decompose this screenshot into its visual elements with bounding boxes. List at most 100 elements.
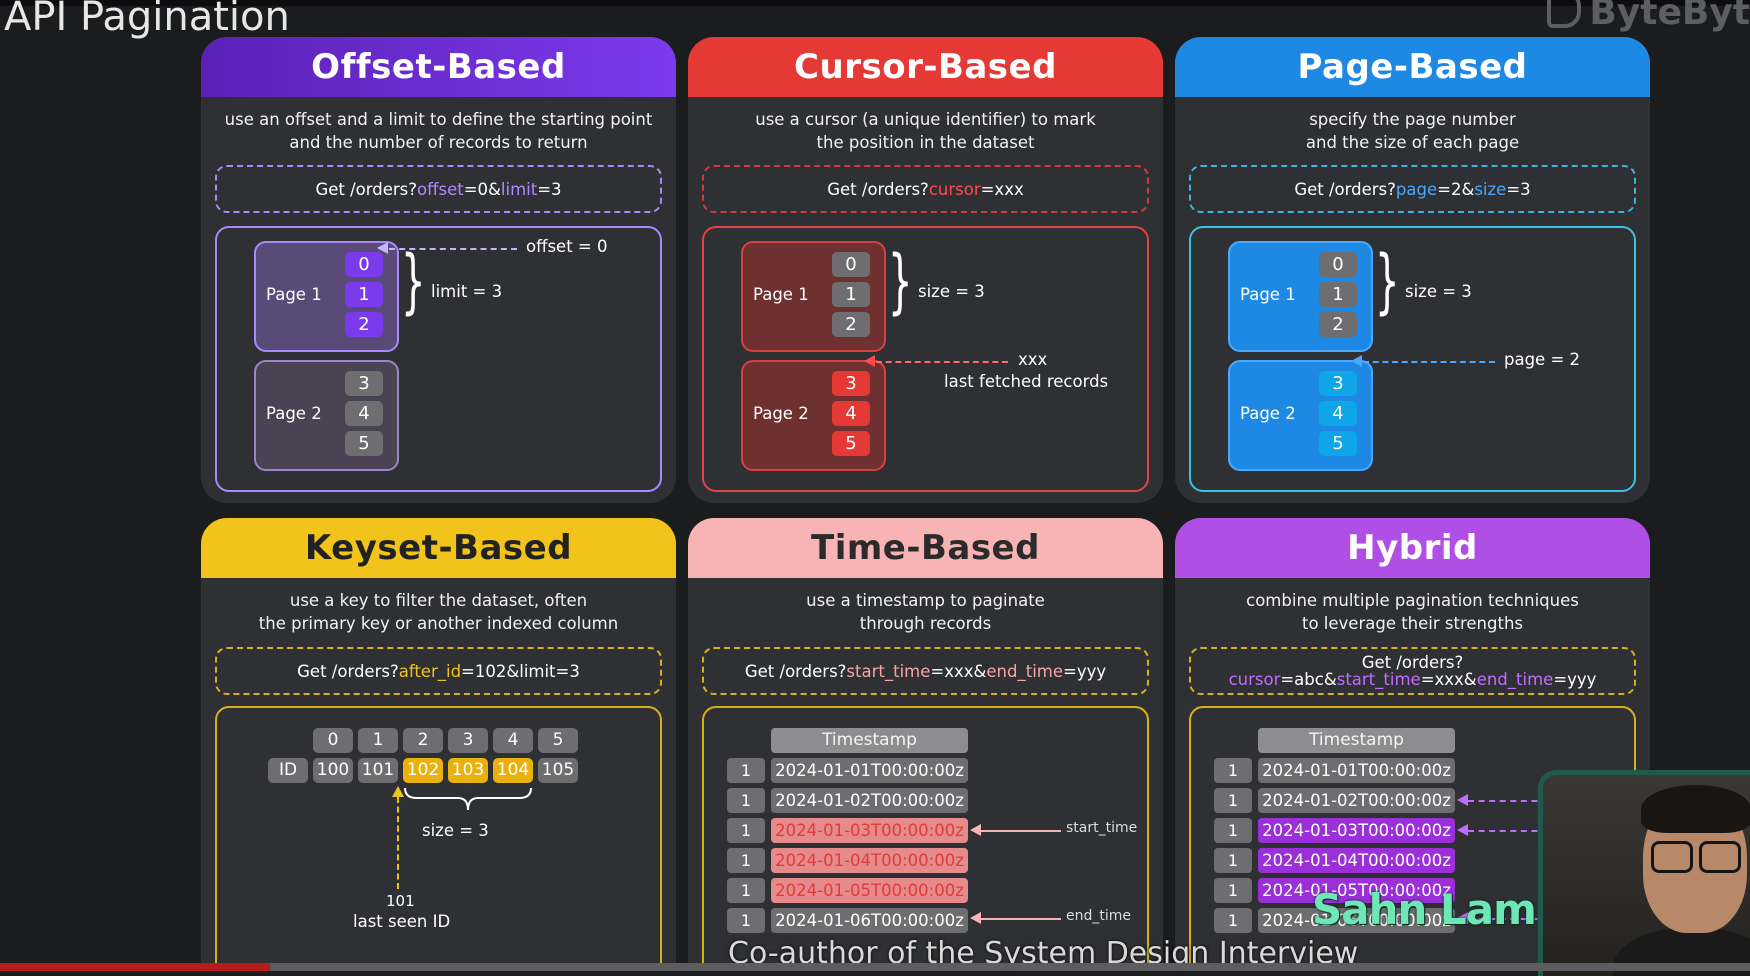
page-note: page = 2 <box>1504 350 1581 369</box>
page-label: Page 1 <box>1240 285 1296 304</box>
req-line: Get /orders? <box>1361 653 1464 672</box>
record-cell: 5 <box>345 431 383 456</box>
record-cell: 4 <box>345 401 383 426</box>
page-1-box: Page 1 0 1 2 <box>254 241 399 352</box>
record-cell: 2 <box>832 312 870 337</box>
req-param: cursor <box>1228 670 1281 689</box>
offset-arrow-head <box>377 242 388 254</box>
start-time-arrow-line <box>981 830 1061 832</box>
size-note: size = 3 <box>918 282 985 301</box>
page-label: Page 2 <box>266 404 322 423</box>
desc-line: use an offset and a limit to define the … <box>224 110 653 129</box>
request-example: Get /orders?start_time=xxx&end_time=yyy <box>702 647 1149 695</box>
card-time-based: Time-Based use a timestamp to paginate t… <box>688 518 1163 971</box>
index-cell: 2 <box>403 728 443 753</box>
card-title: Page-Based <box>1175 37 1650 97</box>
req-param: page <box>1395 179 1438 199</box>
timestamp-cell: 2024-01-01T00:00:00z <box>771 758 968 783</box>
record-cell: 2 <box>1319 312 1357 337</box>
cursor-diagram: Page 1 0 1 2 Page 2 3 4 5 } size = 3 xxx… <box>702 226 1149 492</box>
id-cell: 104 <box>493 758 533 783</box>
desc-line: use a key to filter the dataset, often <box>289 591 588 610</box>
page-2-box: Page 2 3 4 5 <box>254 360 399 471</box>
row-index: 1 <box>1214 848 1252 873</box>
timestamp-header: Timestamp <box>771 728 968 753</box>
video-progress-fill[interactable] <box>0 963 270 971</box>
video-progress-track[interactable] <box>0 963 1750 971</box>
page-1-box: Page 1 0 1 2 <box>1228 241 1373 352</box>
offset-note: offset = 0 <box>526 237 608 256</box>
limit-brace: } <box>401 240 426 322</box>
page-arrow-line <box>1363 361 1495 363</box>
card-title: Cursor-Based <box>688 37 1163 97</box>
row-index: 1 <box>1214 878 1252 903</box>
index-cell: 5 <box>538 728 578 753</box>
req-param: limit <box>500 179 538 199</box>
page-arrow-head <box>1351 355 1362 367</box>
top-strip <box>0 0 1750 6</box>
req-value: =0& <box>463 179 501 199</box>
desc-line: the position in the dataset <box>816 133 1035 152</box>
req-prefix: Get /orders? <box>1294 179 1396 199</box>
glasses-right <box>1699 841 1741 873</box>
request-example: Get /orders?after_id=102&limit=3 <box>215 647 662 695</box>
index-cell: 0 <box>313 728 353 753</box>
start-time-arrow-head <box>970 824 981 836</box>
record-cell: 3 <box>345 371 383 396</box>
page-1-box: Page 1 0 1 2 <box>741 241 886 352</box>
card-description: use an offset and a limit to define the … <box>201 108 676 156</box>
record-cell: 1 <box>832 282 870 307</box>
last-id-value: 101 <box>386 892 415 910</box>
req-prefix: Get /orders? <box>827 179 929 199</box>
req-value: =3 <box>1506 179 1531 199</box>
last-id-arrow-line <box>397 797 399 889</box>
abc-arrow-line <box>1468 800 1548 802</box>
abc-arrow-head <box>1457 794 1468 806</box>
cursor-note: xxx <box>1018 350 1048 369</box>
record-cell: 5 <box>832 431 870 456</box>
end-time-note: end_time <box>1066 908 1132 924</box>
req-param: end_time <box>986 661 1064 681</box>
row-index: 1 <box>727 908 765 933</box>
size-brace-bottom <box>404 787 532 811</box>
glasses-left <box>1651 841 1693 873</box>
desc-line: use a cursor (a unique identifier) to ma… <box>755 110 1096 129</box>
last-id-arrow-head <box>392 786 404 797</box>
record-cell: 4 <box>1319 401 1357 426</box>
card-description: specify the page number and the size of … <box>1175 108 1650 156</box>
req-param: size <box>1474 179 1507 199</box>
record-cell: 1 <box>1319 282 1357 307</box>
card-description: combine multiple pagination techniques t… <box>1175 589 1650 637</box>
last-fetched-note: last fetched records <box>944 372 1109 391</box>
req-value: =102&limit=3 <box>461 661 580 681</box>
timestamp-cell: 2024-01-03T00:00:00z <box>1258 818 1455 843</box>
card-description: use a cursor (a unique identifier) to ma… <box>688 108 1163 156</box>
size-note: size = 3 <box>422 821 489 840</box>
req-prefix: Get /orders? <box>297 661 399 681</box>
req-value: =abc& <box>1280 670 1337 689</box>
row-index: 1 <box>1214 788 1252 813</box>
card-offset-based: Offset-Based use an offset and a limit t… <box>201 37 676 503</box>
card-title: Time-Based <box>688 518 1163 578</box>
record-cell: 5 <box>1319 431 1357 456</box>
bytebyte-logo-icon <box>1547 0 1582 28</box>
row-index: 1 <box>1214 908 1252 933</box>
row-index: 1 <box>727 848 765 873</box>
cursor-arrow-line <box>876 361 1008 363</box>
offset-arrow-line <box>389 248 517 250</box>
request-example: Get /orders?cursor=xxx <box>702 165 1149 213</box>
req-value: =xxx& <box>1420 670 1477 689</box>
card-description: use a key to filter the dataset, often t… <box>201 589 676 637</box>
timestamp-cell: 2024-01-05T00:00:00z <box>1258 878 1455 903</box>
desc-line: and the number of records to return <box>289 133 588 152</box>
offset-diagram: Page 1 0 1 2 Page 2 3 4 5 offset = 0 } l… <box>215 226 662 492</box>
page-title: API Pagination <box>4 0 290 40</box>
record-cell: 1 <box>345 282 383 307</box>
desc-line: combine multiple pagination techniques <box>1246 591 1579 610</box>
req-value: =xxx <box>980 179 1024 199</box>
record-cell: 3 <box>832 371 870 396</box>
page-2-box: Page 2 3 4 5 <box>1228 360 1373 471</box>
card-title: Offset-Based <box>201 37 676 97</box>
row-index: 1 <box>727 788 765 813</box>
card-hybrid: Hybrid combine multiple pagination techn… <box>1175 518 1650 971</box>
